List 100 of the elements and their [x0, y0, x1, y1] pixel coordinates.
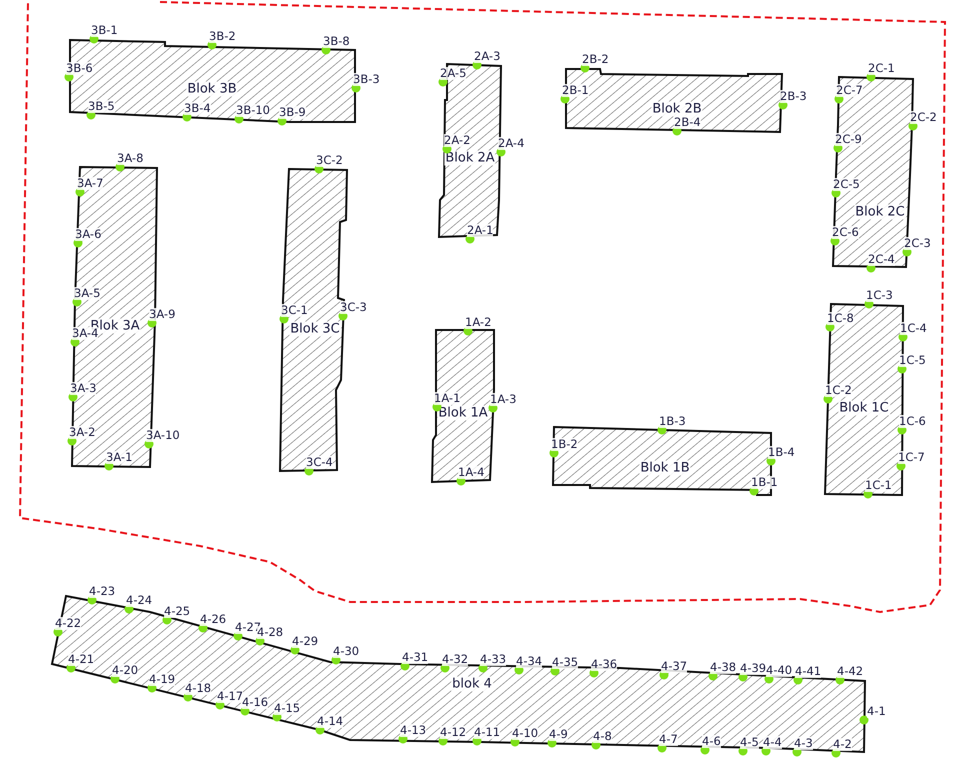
point-label: 3B-8: [323, 35, 350, 48]
point-label: 4-12: [440, 726, 466, 739]
point-label: 2B-1: [562, 84, 589, 97]
building-name: Blok 1C: [838, 400, 890, 416]
point-label: 3B-9: [279, 106, 306, 119]
point-label: 3A-9: [149, 308, 176, 321]
point-label: 3C-2: [316, 154, 343, 167]
point-label: 4-16: [242, 696, 268, 709]
point-label: 4-10: [512, 727, 538, 740]
point-label: 1C-3: [866, 289, 893, 302]
point-label: 1C-4: [900, 322, 927, 335]
point-label: 3A-2: [69, 426, 96, 439]
point-label: 4-38: [710, 661, 736, 674]
point-label: 4-32: [442, 653, 468, 666]
point-label: 3B-1: [91, 24, 118, 37]
point-label: 2C-3: [904, 237, 931, 250]
point-label: 3A-1: [106, 451, 132, 464]
point-label: 1C-6: [899, 415, 926, 428]
point-label: 3A-6: [75, 228, 102, 241]
point-label: 2A-1: [467, 224, 494, 237]
point-label: 2C-9: [835, 133, 862, 146]
point-label: 1B-4: [768, 446, 795, 459]
point-label: 1C-7: [898, 451, 925, 464]
building-name: Blok 1A: [437, 406, 489, 420]
point-label: 4-8: [593, 730, 612, 743]
point-label: 4-9: [549, 728, 568, 741]
point-label: 2C-4: [868, 253, 895, 266]
point-label: 2B-3: [780, 90, 807, 103]
point-label: 4-18: [185, 682, 212, 695]
point-label: 4-5: [740, 736, 759, 749]
point-label: 1A-3: [490, 393, 516, 406]
point-label: 4-26: [200, 613, 226, 626]
point-label: 1B-1: [751, 476, 778, 489]
point-label: 2A-5: [440, 67, 466, 80]
building-name: Blok 2C: [854, 204, 906, 220]
point-label: 4-30: [333, 645, 360, 658]
point-label: 4-25: [164, 605, 190, 618]
point-label: 2C-1: [868, 62, 895, 75]
point-label: 4-21: [68, 653, 94, 666]
point-label: 2A-3: [474, 50, 500, 63]
point-label: 4-39: [740, 662, 766, 675]
point-label: 3A-5: [74, 287, 100, 300]
point-label: 4-23: [89, 585, 116, 598]
point-label: 4-17: [217, 690, 244, 703]
point-label: 2C-7: [836, 84, 863, 97]
point-label: 1C-8: [827, 312, 854, 325]
point-label: 3A-10: [146, 429, 180, 442]
point-label: 4-14: [317, 715, 344, 728]
point-label: 2B-4: [674, 116, 701, 129]
point-label: 4-24: [126, 594, 152, 607]
point-label: 2C-5: [833, 178, 860, 191]
point-label: 4-31: [402, 651, 428, 664]
point-label: 4-41: [795, 665, 822, 678]
point-label: 2C-6: [832, 226, 859, 239]
building-name: blok 4: [451, 676, 493, 692]
point-label: 4-33: [480, 653, 506, 666]
point-label: 4-37: [661, 660, 688, 673]
building-name: Blok 2B: [651, 102, 703, 116]
point-label: 1C-2: [825, 384, 852, 397]
point-label: 1A-2: [465, 316, 492, 329]
point-label: 4-3: [794, 737, 813, 750]
point-label: 4-22: [55, 617, 82, 630]
point-label: 4-36: [591, 658, 618, 671]
building-name: Blok 3C: [289, 322, 341, 336]
point-label: 2A-2: [444, 134, 470, 147]
building-name: Blok 2A: [444, 150, 496, 166]
point-label: 4-7: [659, 733, 678, 746]
point-label: 3C-1: [281, 304, 308, 317]
building-name: Blok 3B: [186, 82, 238, 96]
point-label: 4-2: [833, 738, 852, 751]
point-label: 4-19: [149, 673, 176, 686]
point-label: 3A-7: [77, 177, 104, 190]
building-name: Blok 1B: [639, 460, 691, 476]
point-label: 2A-4: [498, 137, 524, 150]
point-label: 1A-1: [434, 392, 460, 405]
point-label: 3B-10: [236, 104, 270, 117]
point-label: 1C-5: [899, 354, 926, 367]
point-label: 4-4: [763, 736, 782, 749]
point-label: 2C-2: [910, 111, 937, 124]
point-label: 4-15: [274, 702, 300, 715]
point-label: 3A-3: [70, 382, 96, 395]
point-label: 4-13: [400, 724, 426, 737]
point-label: 4-6: [702, 735, 721, 748]
point-label: 4-42: [837, 665, 864, 678]
point-label: 4-34: [516, 655, 542, 668]
point-label: 4-20: [112, 664, 138, 677]
point-label: 4-35: [552, 656, 578, 669]
point-label: 1B-2: [551, 438, 578, 451]
point-label: 3B-4: [184, 102, 211, 115]
point-label: 4-1: [867, 705, 886, 718]
point-label: 1A-4: [458, 466, 484, 479]
point-label: 1B-3: [659, 415, 686, 428]
point-label: 2B-2: [582, 53, 609, 66]
point-label: 4-40: [766, 664, 792, 677]
point-label: 4-29: [292, 635, 318, 648]
point-label: 3A-4: [72, 327, 98, 340]
point-label: 3B-5: [88, 100, 115, 113]
point-label: 3B-6: [66, 62, 93, 75]
point-label: 3B-2: [209, 30, 236, 43]
point-label: 3B-3: [353, 73, 380, 86]
